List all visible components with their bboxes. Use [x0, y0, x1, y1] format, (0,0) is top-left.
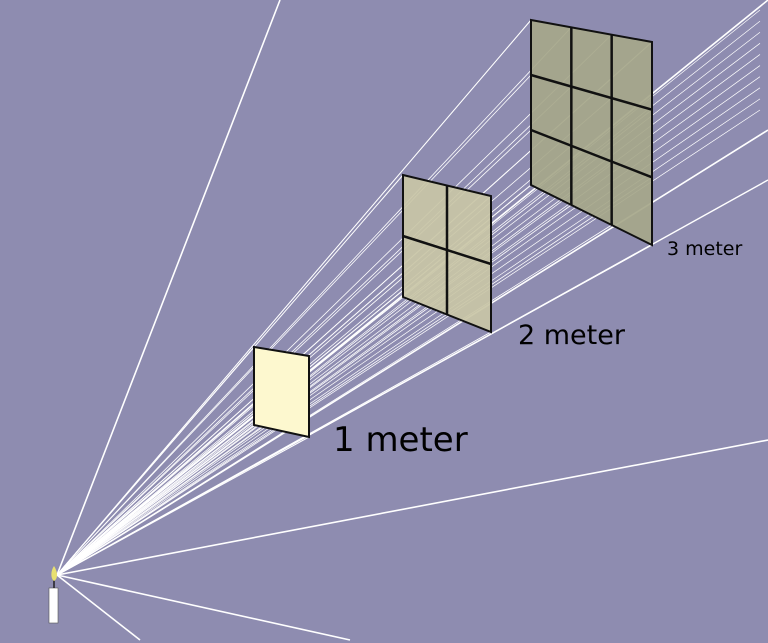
panel-grid-line	[530, 128, 653, 179]
label-3-meter: 3 meter	[667, 238, 743, 260]
light-ray	[56, 296, 404, 576]
label-1-meter: 1 meter	[333, 420, 468, 460]
light-ray	[56, 0, 281, 576]
light-ray	[56, 174, 404, 576]
light-ray	[56, 27, 572, 576]
candle-body	[48, 587, 59, 624]
candle	[48, 566, 59, 624]
light-ray	[56, 86, 572, 576]
light-ray	[56, 76, 761, 576]
light-ray	[56, 65, 761, 576]
light-ray	[56, 574, 351, 641]
flame-icon	[51, 566, 57, 581]
panel-1-meter	[253, 345, 310, 439]
panel-surface	[530, 18, 653, 247]
light-ray	[56, 97, 612, 576]
light-ray	[56, 87, 761, 576]
panel-3-meter	[530, 18, 653, 247]
panel-2-meter	[402, 173, 492, 334]
panel-grid-line	[402, 234, 492, 266]
light-ray	[56, 224, 612, 576]
panels	[253, 18, 653, 439]
light-ray	[56, 439, 768, 576]
label-2-meter: 2 meter	[518, 320, 625, 351]
light-ray	[56, 34, 612, 576]
light-ray	[56, 98, 761, 576]
light-ray	[56, 19, 532, 576]
light-ray	[56, 424, 255, 576]
light-ray	[56, 574, 141, 641]
light-ray	[56, 161, 612, 576]
light-ray	[56, 179, 768, 576]
light-rays	[56, 0, 768, 641]
panel-grid-line	[530, 73, 653, 111]
panel-surface	[253, 345, 310, 439]
light-ray	[56, 177, 653, 576]
light-ray	[56, 54, 761, 576]
light-ray	[56, 74, 532, 576]
light-ray	[56, 145, 572, 576]
